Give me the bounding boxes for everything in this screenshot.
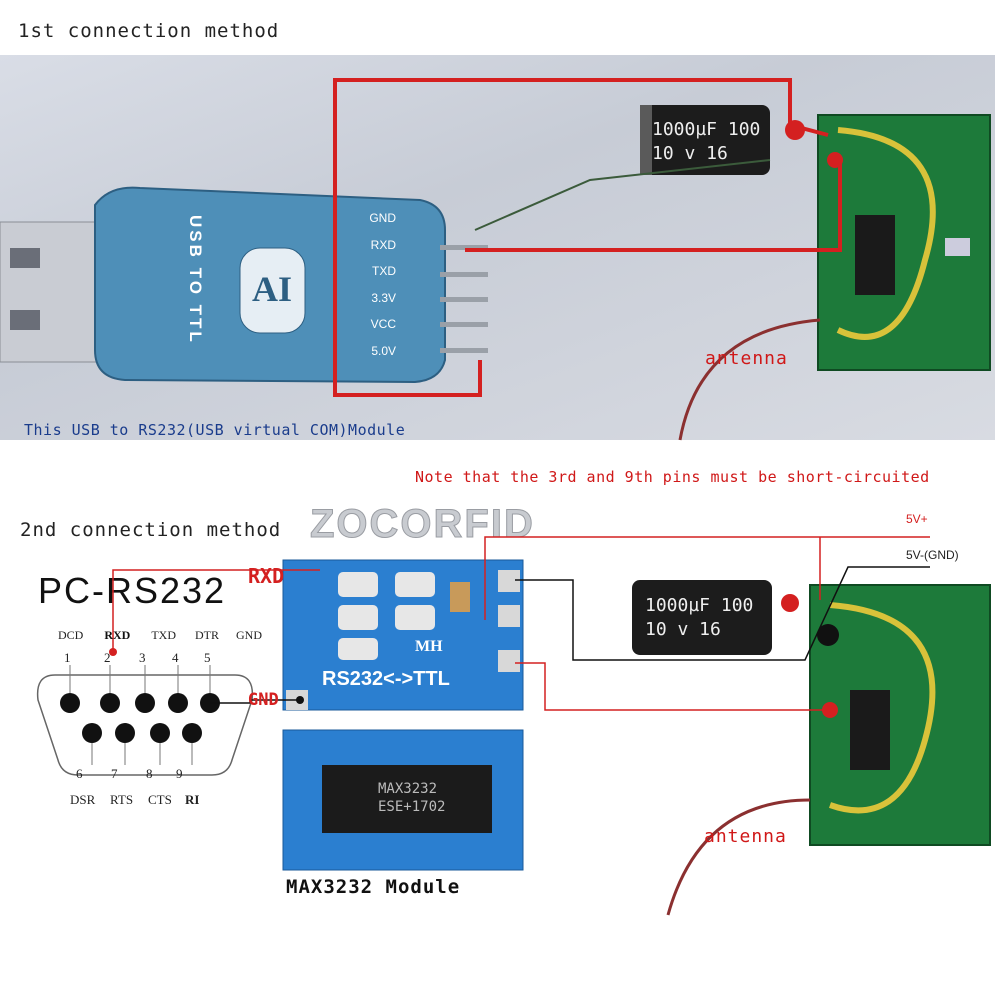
section2-title: 2nd connection method bbox=[20, 519, 282, 541]
db9-top-labels: DCD RXD TXD DTR GND bbox=[58, 628, 262, 643]
section1-title: 1st connection method bbox=[18, 20, 280, 42]
antenna-wire-2 bbox=[666, 798, 811, 916]
receiver-board-1 bbox=[817, 114, 991, 371]
capacitor-2-text: 1000µF 100 10 v 16 bbox=[645, 595, 754, 640]
rxd-label: RXD bbox=[248, 564, 285, 588]
short-circuit-note: Note that the 3rd and 9th pins must be s… bbox=[415, 468, 930, 486]
watermark: ZOCORFID bbox=[310, 502, 535, 547]
capacitor-1-text: 1000µF 100 10 v 16 bbox=[652, 119, 761, 164]
vplus-label: 5V+ bbox=[906, 512, 928, 526]
usb-ttl-module bbox=[94, 186, 446, 384]
max3232-caption: MAX3232 Module bbox=[286, 876, 461, 898]
pin-gnd: GND bbox=[369, 211, 396, 225]
gray-wire-1 bbox=[474, 159, 771, 231]
vgnd-label: 5V-(GND) bbox=[906, 548, 959, 562]
pin-5v0: 5.0V bbox=[371, 343, 396, 358]
db9-connector bbox=[36, 674, 254, 776]
pin-rxd: RXD bbox=[370, 237, 396, 252]
usb-module-caption: This USB to RS232(USB virtual COM)Module bbox=[24, 421, 406, 439]
rs232-ttl-board bbox=[282, 559, 524, 711]
db9-label-dtr: DTR bbox=[195, 628, 220, 642]
antenna-wire-1 bbox=[678, 318, 821, 441]
pin-header bbox=[440, 245, 488, 353]
db9-label-gnd: GND bbox=[236, 628, 263, 642]
antenna-label-1: antenna bbox=[705, 348, 788, 369]
pin-vcc: VCC bbox=[370, 317, 396, 331]
max3232-board bbox=[282, 729, 524, 871]
usb-pin-labels: GND RXD TXD 3.3V VCC 5.0V bbox=[358, 205, 396, 364]
usb-plug bbox=[0, 221, 111, 363]
capacitor-1 bbox=[640, 105, 770, 175]
max3232-chip-text: MAX3232 ESE+1702 bbox=[378, 781, 446, 815]
section2-wires bbox=[112, 536, 930, 711]
rs232-board-brand: MH bbox=[415, 638, 443, 655]
db9-pins-bottom bbox=[82, 723, 202, 743]
db9-label-rxd: RXD bbox=[104, 628, 131, 642]
rs232-board-text: RS232<->TTL bbox=[322, 668, 450, 690]
db9-pins-top bbox=[60, 693, 220, 713]
db9-label-dcd: DCD bbox=[58, 628, 84, 642]
capacitor-2 bbox=[632, 580, 772, 655]
usb-module-logo: AI bbox=[252, 269, 293, 309]
receiver-board-2 bbox=[809, 584, 991, 846]
antenna-label-2: antenna bbox=[704, 826, 787, 847]
pin-txd: TXD bbox=[372, 264, 396, 278]
pc-rs232-title: PC-RS232 bbox=[38, 570, 227, 611]
pin-3v3: 3.3V bbox=[371, 290, 396, 305]
db9-label-txd: TXD bbox=[151, 628, 177, 642]
usb-module-label: USB TO TTL bbox=[186, 215, 205, 345]
gnd-label: GND bbox=[248, 690, 279, 710]
